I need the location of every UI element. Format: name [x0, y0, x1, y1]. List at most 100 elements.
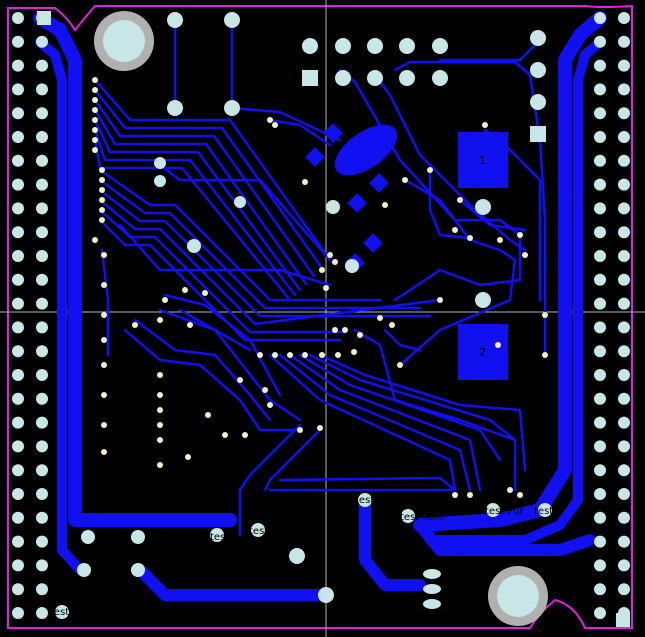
header-pin [594, 12, 606, 24]
test-labels: test test test test Sum test Sum test Pu… [50, 495, 553, 618]
via [452, 492, 458, 498]
header-pin [12, 392, 24, 405]
header-pin [618, 464, 630, 477]
via [92, 77, 98, 83]
header-pin [36, 178, 48, 191]
via [507, 487, 513, 493]
header-pin [36, 35, 48, 48]
header-pin [618, 297, 630, 310]
via [157, 317, 163, 323]
via [262, 387, 268, 393]
header-pin [36, 559, 48, 572]
header-pin [618, 392, 630, 405]
via [297, 427, 303, 433]
header-pin [594, 392, 606, 405]
header-pin [594, 535, 606, 548]
via [101, 337, 107, 343]
header-pin [594, 250, 606, 262]
pad-2-label: 2 [479, 346, 486, 359]
via [101, 392, 107, 398]
pin1-marker [616, 613, 630, 627]
via [332, 259, 338, 265]
via [542, 312, 548, 318]
header-pin [594, 83, 606, 96]
header-pin [12, 250, 24, 262]
via [287, 352, 293, 358]
via-array-left [92, 77, 323, 468]
via [157, 372, 163, 378]
via [92, 107, 98, 113]
header-pin [618, 178, 630, 191]
via [272, 122, 278, 128]
via [92, 127, 98, 133]
header-pin [36, 535, 48, 548]
via [522, 252, 528, 258]
header-pin [594, 464, 606, 477]
header-pin [618, 226, 630, 239]
header-pin [12, 12, 24, 24]
via [319, 352, 325, 358]
header-pin [618, 107, 630, 120]
via [517, 492, 523, 498]
mounting-holes [94, 11, 548, 626]
header-pin [594, 440, 606, 453]
via [497, 237, 503, 243]
test-label-3: test [249, 526, 268, 537]
via [92, 237, 98, 243]
via [351, 349, 357, 355]
header-pin [618, 535, 630, 548]
header-pin [12, 273, 24, 286]
header-pin [12, 559, 24, 572]
via [335, 352, 341, 358]
header-pin [12, 297, 24, 310]
via [157, 392, 163, 398]
via [92, 117, 98, 123]
header-pin [12, 83, 24, 96]
via [327, 252, 333, 258]
header-pin [618, 583, 630, 596]
via [157, 407, 163, 413]
header-pin [594, 321, 606, 334]
via [242, 432, 248, 438]
test-label-6: test Pur [485, 506, 525, 517]
via [302, 352, 308, 358]
header-pin [594, 226, 606, 239]
header-pin [594, 297, 606, 310]
via [132, 322, 138, 328]
header-pin [12, 440, 24, 453]
header-pin [12, 583, 24, 596]
header-pin [36, 488, 48, 500]
header-pin [618, 511, 630, 524]
header-pin [12, 321, 24, 334]
header-pin [12, 226, 24, 239]
header-pin [618, 83, 630, 96]
via [452, 227, 458, 233]
via [101, 282, 107, 288]
header-pin [618, 35, 630, 48]
via [101, 362, 107, 368]
test-label-7: test [534, 506, 553, 517]
header-pin [12, 345, 24, 358]
header-pin [36, 345, 48, 358]
via [101, 449, 107, 455]
via [187, 322, 193, 328]
header-pin [618, 154, 630, 167]
via [92, 137, 98, 143]
header-pin [618, 345, 630, 358]
via [495, 342, 501, 348]
test-label-2: test [210, 532, 229, 543]
via [323, 285, 329, 291]
header-pin [618, 250, 630, 262]
right-pin-header [594, 12, 630, 619]
header-pin [618, 12, 630, 24]
via [92, 97, 98, 103]
header-pin [12, 511, 24, 524]
via-array-middle [257, 117, 548, 498]
left-header-traces [33, 11, 332, 601]
header-pin [36, 416, 48, 429]
via [482, 122, 488, 128]
via [157, 462, 163, 468]
via [205, 412, 211, 418]
via [542, 352, 548, 358]
via [427, 167, 433, 173]
